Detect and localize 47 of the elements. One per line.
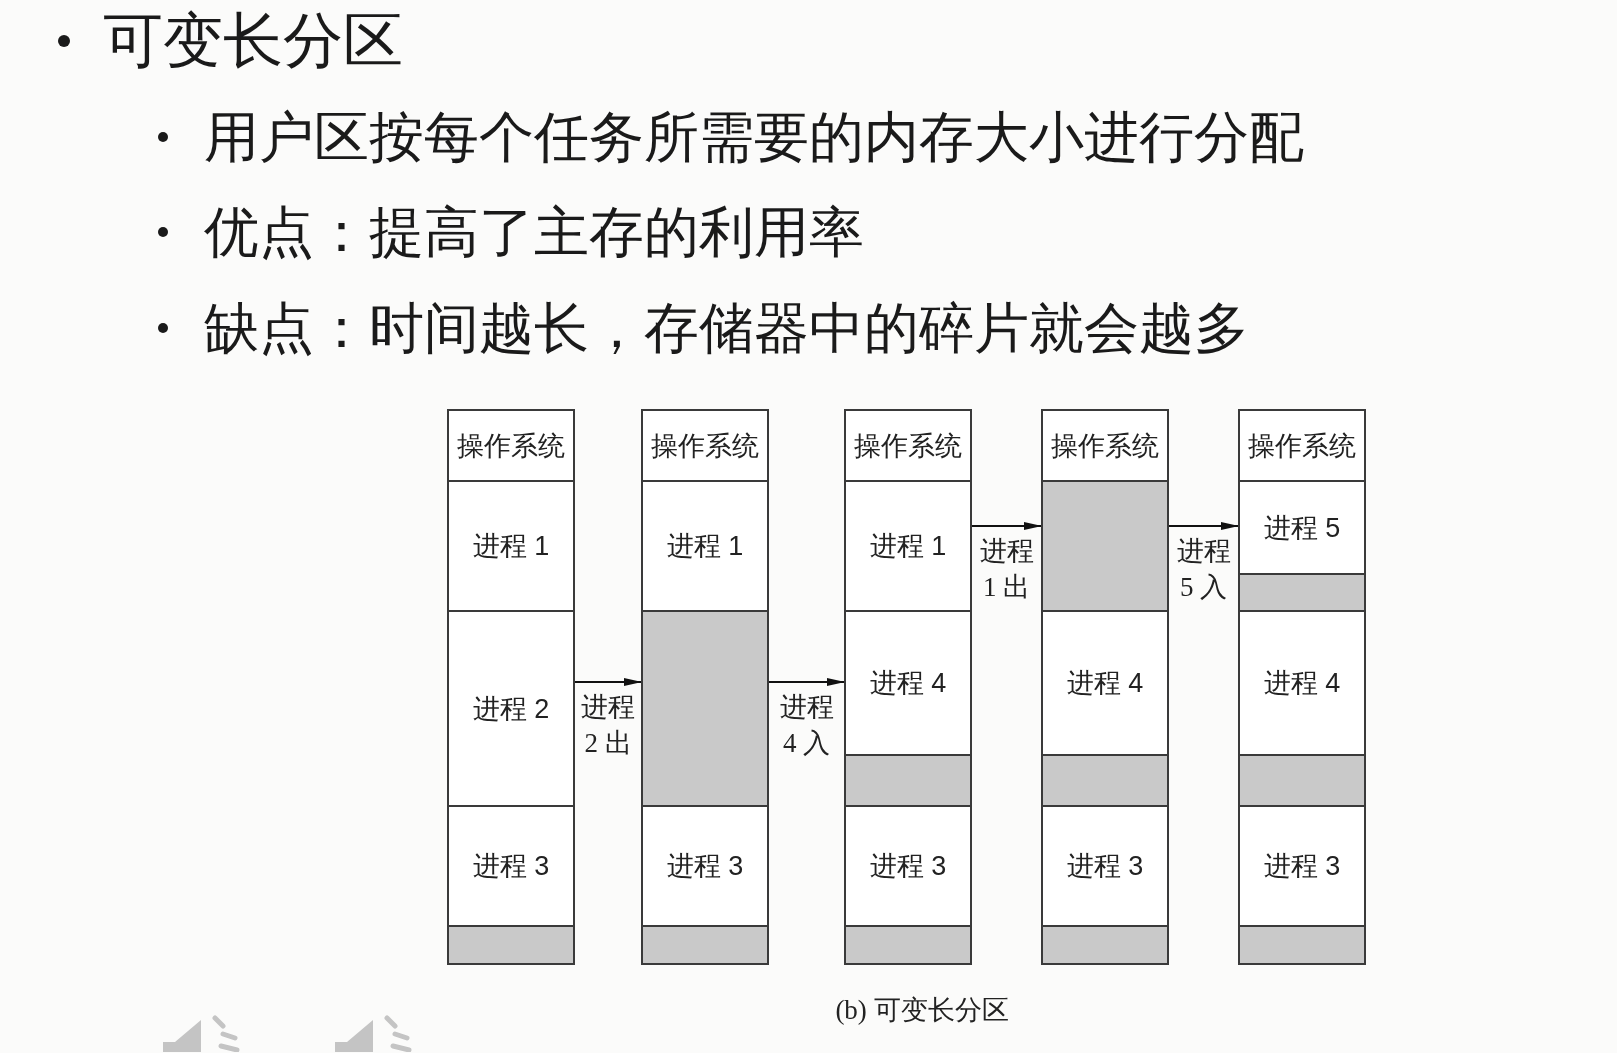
free-space-block bbox=[449, 925, 573, 963]
bullet-text: 优点：提高了主存的利用率 bbox=[204, 200, 864, 264]
partition-label: 操作系统 bbox=[1248, 429, 1356, 462]
partition-label: 操作系统 bbox=[457, 429, 565, 462]
free-space-block bbox=[643, 925, 767, 963]
bullet-text: 用户区按每个任务所需要的内存大小进行分配 bbox=[204, 105, 1304, 169]
arrow bbox=[971, 522, 1042, 530]
memory-column bbox=[1041, 409, 1169, 965]
partition-label: 进程 4 bbox=[1263, 667, 1341, 699]
free-space-block bbox=[846, 925, 970, 963]
free-space-block bbox=[1240, 925, 1364, 963]
partition-label: 进程 4 bbox=[1066, 667, 1144, 699]
partition-label: 进程 3 bbox=[1263, 850, 1341, 882]
free-space-block bbox=[643, 610, 767, 805]
free-space-block bbox=[1240, 754, 1364, 805]
free-space-block bbox=[1043, 754, 1167, 805]
edge-label: 进程 4 入 bbox=[778, 691, 835, 760]
memory-column bbox=[641, 409, 769, 965]
memory-column bbox=[447, 409, 575, 965]
free-space-block bbox=[1240, 573, 1364, 610]
memory-column bbox=[844, 409, 972, 965]
edge-label: 进程 1 出 bbox=[978, 535, 1035, 604]
partition-label: 进程 1 bbox=[472, 530, 550, 562]
partition-label: 进程 1 bbox=[666, 530, 744, 562]
partition-label: 进程 5 bbox=[1263, 511, 1341, 544]
partition-label: 进程 3 bbox=[869, 850, 947, 882]
partition-label: 操作系统 bbox=[854, 429, 962, 462]
free-space-block bbox=[1043, 925, 1167, 963]
arrow bbox=[574, 678, 642, 686]
partition-label: 进程 3 bbox=[666, 850, 744, 882]
partition-label: 进程 1 bbox=[869, 530, 947, 562]
arrow bbox=[768, 678, 845, 686]
edge-label: 进程 5 入 bbox=[1175, 535, 1232, 604]
partition-label: 进程 3 bbox=[472, 850, 550, 882]
bullet-text: 缺点：时间越长，存储器中的碎片就会越多 bbox=[204, 296, 1249, 360]
partition-label: 操作系统 bbox=[1051, 429, 1159, 462]
free-space-block bbox=[846, 754, 970, 805]
figure-caption: (b) 可变长分区 bbox=[834, 994, 1010, 1027]
partition-label: 操作系统 bbox=[651, 429, 759, 462]
partition-label: 进程 4 bbox=[869, 667, 947, 699]
slide-heading: 可变长分区 bbox=[103, 6, 403, 76]
partition-label: 进程 3 bbox=[1066, 850, 1144, 882]
edge-label: 进程 2 出 bbox=[580, 691, 636, 760]
arrow bbox=[1168, 522, 1239, 530]
free-space-block bbox=[1043, 480, 1167, 610]
memory-column bbox=[1238, 409, 1366, 965]
partition-label: 进程 2 bbox=[472, 692, 550, 725]
